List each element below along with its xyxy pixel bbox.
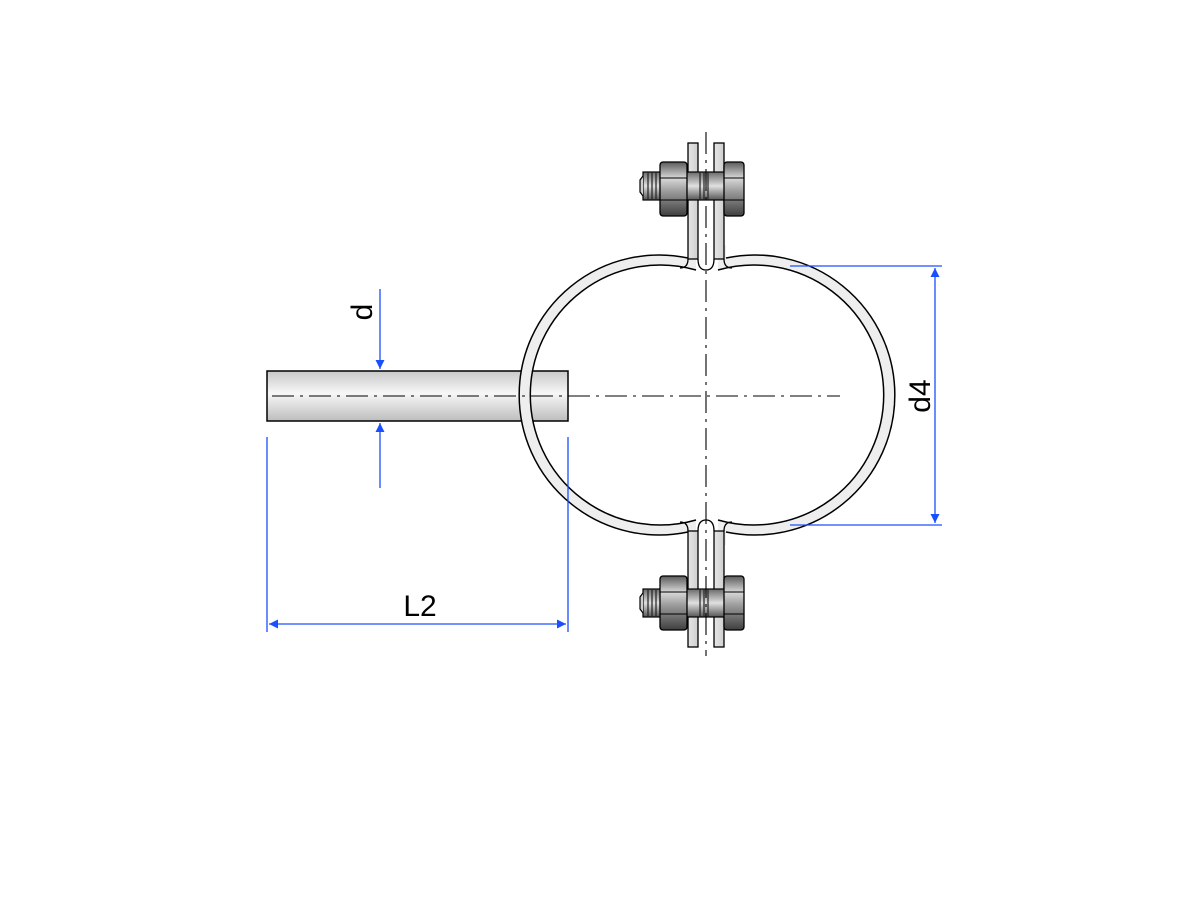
dimension-L2: L2 (266, 437, 569, 632)
dimension-label-L2: L2 (403, 590, 436, 623)
top-flange (679, 142, 733, 271)
dimension-d: d (346, 289, 385, 488)
dimension-label-d: d (346, 304, 379, 321)
center-lines (272, 132, 840, 656)
clamp-ring (518, 245, 896, 545)
bottom-bolt-assembly (639, 575, 745, 631)
dimension-d4: d4 (790, 265, 942, 526)
dimension-label-d4: d4 (904, 379, 937, 412)
top-bolt-assembly (639, 161, 745, 217)
